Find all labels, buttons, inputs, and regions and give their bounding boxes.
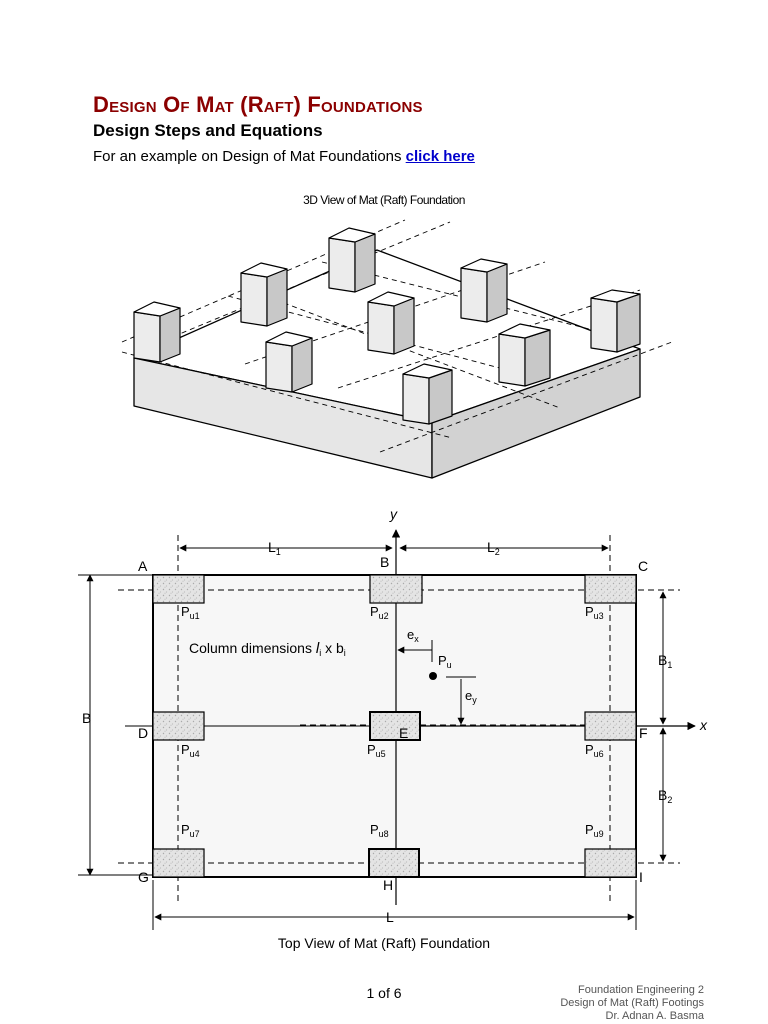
page-number: 1 of 6 xyxy=(366,985,402,1001)
mat-3d-view xyxy=(121,219,673,479)
ex-label: ex xyxy=(407,627,419,644)
dim-B1: B1 xyxy=(658,652,672,670)
corner-C: C xyxy=(638,558,648,574)
dim-B: B xyxy=(82,710,91,726)
corner-I: I xyxy=(639,869,643,885)
load-labels: Pu1 Pu2 Pu3 Pu4 Pu5 Pu6 Pu7 Pu8 Pu9 Pu e… xyxy=(181,604,604,839)
resultant-load-point xyxy=(429,672,437,680)
column-5 xyxy=(369,711,421,741)
topview-caption: Top View of Mat (Raft) Foundation xyxy=(277,935,491,951)
dimension-labels: L1 L2 B B1 B2 L x y xyxy=(82,506,708,925)
load-label: Pu7 xyxy=(181,822,200,839)
dim-B2: B2 xyxy=(658,787,672,805)
intro-text: For an example on Design of Mat Foundati… xyxy=(93,148,406,165)
dim-L2: L2 xyxy=(487,539,500,557)
corner-H: H xyxy=(383,877,393,893)
load-label: Pu2 xyxy=(370,604,389,621)
corner-F: F xyxy=(639,725,648,741)
corner-G: G xyxy=(138,869,149,885)
column-3d xyxy=(367,291,415,355)
column-2 xyxy=(369,574,423,604)
corner-B: B xyxy=(380,554,389,570)
page-subtitle: Design Steps and Equations xyxy=(93,121,323,140)
footer-line-2: Design of Mat (Raft) Footings xyxy=(560,997,704,1009)
column-3d xyxy=(328,227,376,293)
footer-line-3: Dr. Adnan A. Basma xyxy=(605,1010,704,1022)
dimension-lines xyxy=(78,544,667,930)
figure-3d-caption: 3D View of Mat (Raft) Foundation xyxy=(303,193,465,207)
corner-A: A xyxy=(138,558,148,574)
y-axis-label: y xyxy=(389,506,398,522)
load-label: Pu1 xyxy=(181,604,200,621)
dim-L: L xyxy=(386,909,394,925)
column-1 xyxy=(152,574,205,604)
column-4 xyxy=(152,711,205,741)
column-6 xyxy=(584,711,637,741)
columns-3d xyxy=(133,227,641,425)
x-axis-label: x xyxy=(699,717,708,733)
corner-labels: A B C D E F G H I xyxy=(138,554,648,893)
column-8 xyxy=(368,848,420,878)
column-7 xyxy=(152,848,205,878)
page-title: Design Of Mat (Raft) Foundations xyxy=(93,92,423,117)
corner-E: E xyxy=(399,725,408,741)
column-3d xyxy=(402,363,453,425)
load-label: Pu9 xyxy=(585,822,604,839)
load-label: Pu8 xyxy=(370,822,389,839)
slab-right-face xyxy=(431,348,641,479)
load-label: Pu5 xyxy=(367,742,386,759)
column-3d xyxy=(460,258,508,323)
column-3d xyxy=(133,301,181,363)
load-label: Pu3 xyxy=(585,604,604,621)
column-3d xyxy=(265,331,313,393)
footer-credits: Foundation Engineering 2 Design of Mat (… xyxy=(560,984,704,1023)
ey-label: ey xyxy=(465,688,477,705)
columns-top xyxy=(152,574,637,878)
corner-D: D xyxy=(138,725,148,741)
intro-line: For an example on Design of Mat Foundati… xyxy=(93,148,475,165)
load-label: Pu4 xyxy=(181,742,200,759)
column-3d xyxy=(590,289,641,353)
load-label: Pu6 xyxy=(585,742,604,759)
column-dimensions-note: Column dimensions li x bi xyxy=(189,640,346,658)
column-9 xyxy=(584,848,637,878)
dim-L1: L1 xyxy=(268,539,281,557)
column-3d xyxy=(240,262,288,327)
example-link[interactable]: click here xyxy=(405,148,475,165)
footer-line-1: Foundation Engineering 2 xyxy=(578,984,704,996)
column-3d xyxy=(498,323,551,387)
resultant-load-label: Pu xyxy=(438,653,452,670)
column-3 xyxy=(584,574,637,604)
